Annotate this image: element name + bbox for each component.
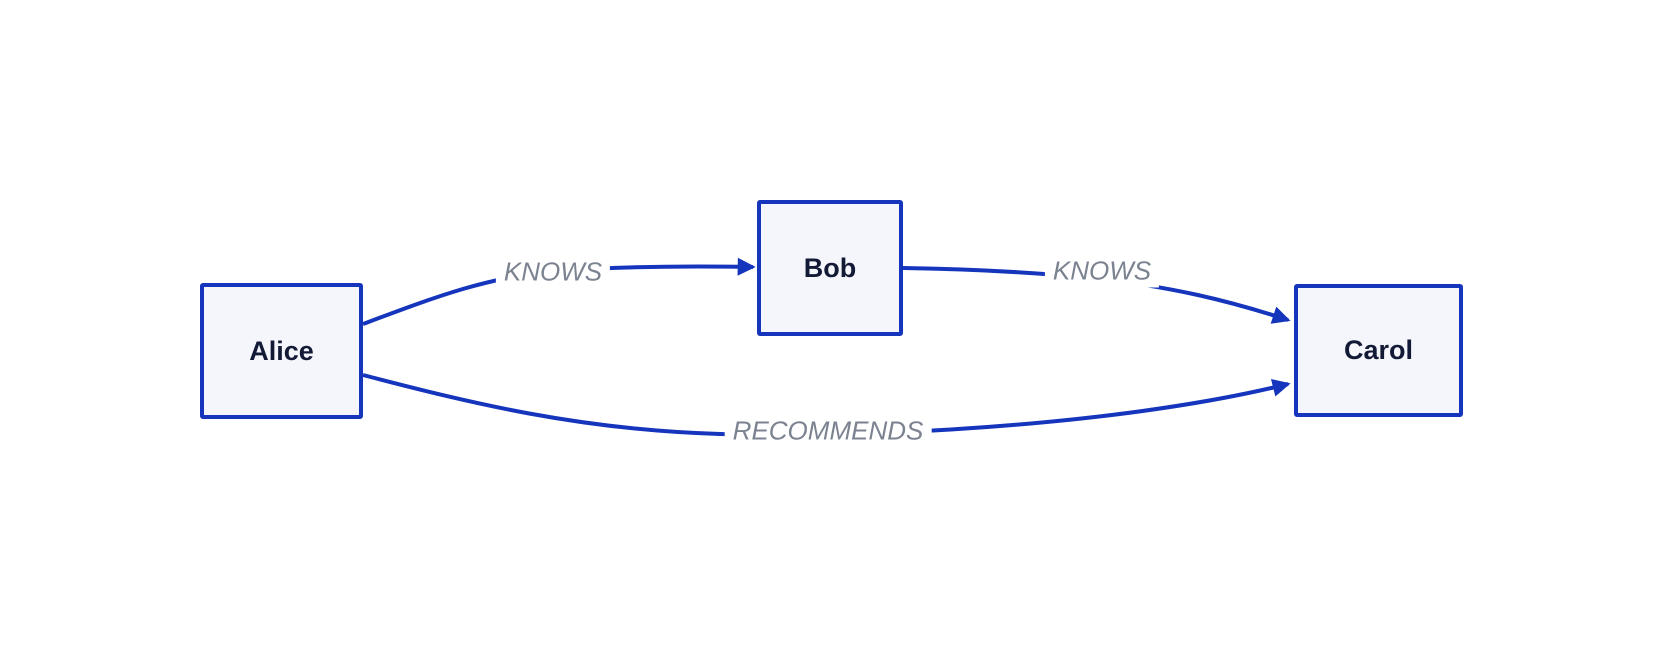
node-bob-label: Bob <box>803 252 857 283</box>
node-bob[interactable]: Bob <box>757 200 903 336</box>
node-carol[interactable]: Carol <box>1294 284 1463 417</box>
edge-label-alice-recommends-carol: RECOMMENDS <box>724 414 932 448</box>
edge-label-bob-knows-carol: KNOWS <box>1044 254 1160 288</box>
edge-label-alice-knows-bob: KNOWS <box>495 255 611 289</box>
node-alice-label: Alice <box>249 335 314 366</box>
node-alice[interactable]: Alice <box>200 283 363 419</box>
node-carol-label: Carol <box>1343 335 1414 365</box>
